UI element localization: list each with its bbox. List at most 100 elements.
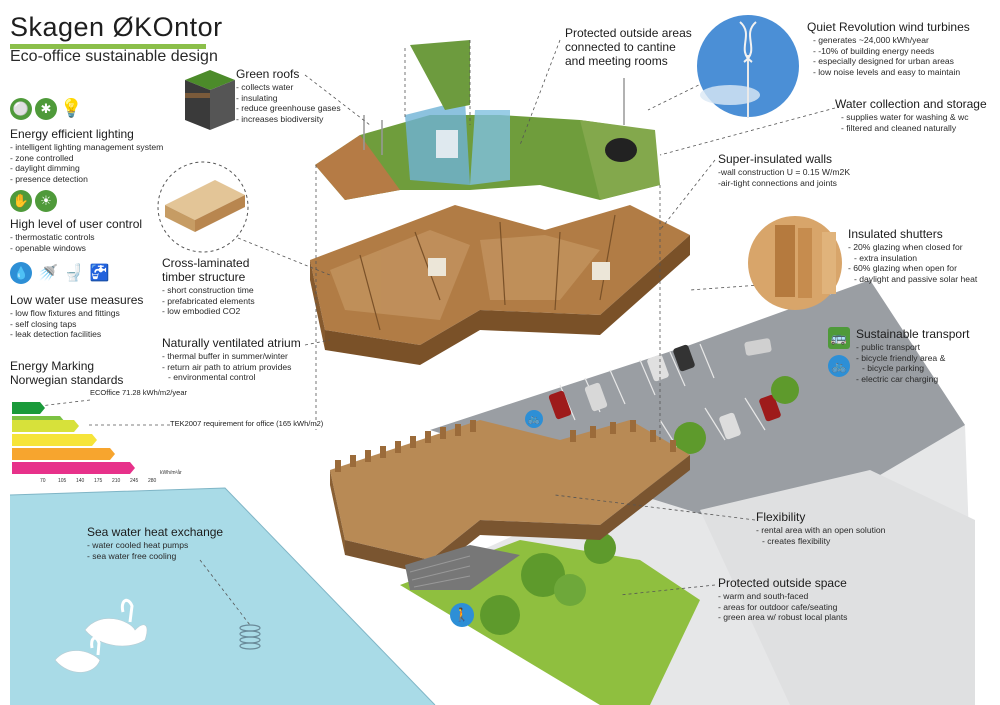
user-control-title: High level of user control	[10, 217, 143, 231]
list-item: -wall construction U = 0.15 W/m2K	[718, 167, 851, 177]
atrium-title: Naturally ventilated atrium	[162, 336, 301, 350]
user-control-icons: ✋ ☀	[10, 190, 57, 212]
axis-tick: 70	[40, 478, 46, 484]
timber-title-line1: Cross-laminated	[162, 256, 250, 270]
protected-areas-line3: and meeting rooms	[565, 54, 668, 68]
page-title: Skagen ØKOntor	[10, 12, 223, 42]
water-use-list: low flow fixtures and fittings self clos…	[10, 308, 143, 340]
wind-title: Quiet Revolution wind turbines	[807, 20, 970, 34]
outside-space-list: warm and south-faced areas for outdoor c…	[718, 591, 847, 623]
list-item: 20% glazing when closed for	[848, 242, 977, 253]
wind-list: generates ~24,000 kWh/year -10% of build…	[807, 35, 970, 77]
bus-icon: 🚌	[828, 327, 850, 349]
energy-rating-bars	[12, 402, 135, 474]
list-item: low flow fixtures and fittings	[10, 308, 143, 319]
page-subtitle: Eco-office sustainable design	[10, 48, 218, 65]
protected-areas-callout: Protected outside areas connected to can…	[565, 26, 692, 68]
pedestrian-icon: 🚶	[450, 603, 474, 627]
thermostat-icon: ☀	[35, 190, 57, 212]
shower-icon: 🚿	[38, 265, 58, 282]
list-item: low noise levels and easy to maintain	[813, 67, 970, 78]
list-item: bicycle parking	[856, 363, 969, 374]
list-item: thermal buffer in summer/winter	[162, 351, 301, 362]
walls-title: Super-insulated walls	[718, 152, 833, 166]
list-item: openable windows	[10, 243, 142, 254]
list-item: electric car charging	[856, 374, 969, 385]
walls-callout: Super-insulated walls -wall construction…	[718, 152, 850, 188]
atrium-callout: Naturally ventilated atrium thermal buff…	[162, 336, 301, 383]
list-item: thermostatic controls	[10, 232, 142, 243]
energy-marking-title: Energy Marking Norwegian standards	[10, 359, 123, 387]
tap-icon: 🚰	[89, 265, 110, 282]
green-roof-sample	[185, 70, 235, 130]
list-item: rental area with an open solution	[756, 525, 885, 536]
transport-list: public transport bicycle friendly area &…	[856, 342, 969, 384]
upper-floor-plan	[310, 205, 690, 365]
list-item: 60% glazing when open for	[848, 263, 977, 274]
list-item: public transport	[856, 342, 969, 353]
water-collection-title: Water collection and storage	[835, 97, 987, 111]
timber-callout: Cross-laminated timber structure short c…	[162, 256, 255, 317]
shutters-list: 20% glazing when closed for extra insula…	[848, 242, 977, 284]
list-item: filtered and cleaned naturally	[841, 123, 987, 134]
transport-callout: Sustainable transport public transport b…	[856, 327, 969, 384]
list-item: -10% of building energy needs	[813, 46, 970, 57]
hand-icon: ✋	[10, 190, 32, 212]
axis-tick: 280	[148, 478, 157, 484]
wind-turbines-callout: Quiet Revolution wind turbines generates…	[807, 20, 970, 77]
transport-title: Sustainable transport	[856, 327, 970, 341]
water-drop-icon: 💧	[10, 262, 32, 284]
sea-water-title: Sea water heat exchange	[87, 525, 224, 539]
list-item: water cooled heat pumps	[87, 540, 223, 551]
person-walking-icon: ⚪	[10, 98, 32, 120]
title-underline	[10, 44, 206, 49]
user-control-list: thermostatic controls openable windows	[10, 232, 142, 253]
green-roof-plan	[315, 40, 660, 200]
shutters-callout: Insulated shutters 20% glazing when clos…	[848, 227, 977, 284]
list-item: areas for outdoor cafe/seating	[718, 602, 847, 613]
list-item: sea water free cooling	[87, 551, 223, 562]
axis-tick: 105	[58, 478, 67, 484]
list-item: intelligent lighting management system	[10, 142, 163, 153]
list-item: self closing taps	[10, 319, 143, 330]
bicycle-icon: 🚲	[828, 355, 850, 377]
toilet-icon: 🚽	[63, 265, 84, 282]
list-item: extra insulation	[848, 253, 977, 264]
water-collection-callout: Water collection and storage supplies wa…	[835, 97, 987, 133]
outside-space-callout: Protected outside space warm and south-f…	[718, 576, 847, 623]
list-item: return air path to atrium provides	[162, 362, 301, 373]
energy-axis: 70 105 140 175 210 245 280 kWh/m²år	[12, 470, 182, 486]
bicycle-parking-icon: 🚲	[525, 410, 543, 428]
flexibility-callout: Flexibility rental area with an open sol…	[756, 510, 885, 546]
flexibility-list: rental area with an open solution create…	[756, 525, 885, 546]
sea-water-list: water cooled heat pumps sea water free c…	[87, 540, 223, 561]
lighting-block: Energy efficient lighting intelligent li…	[10, 127, 163, 184]
axis-tick: 245	[130, 478, 139, 484]
timber-list: short construction time prefabricated el…	[162, 285, 255, 317]
lighting-icons: ⚪ ✱ 💡	[10, 98, 82, 120]
list-item: prefabricated elements	[162, 296, 254, 307]
green-roofs-callout: Green roofs collects water insulating re…	[236, 67, 341, 124]
timber-title-line2: timber structure	[162, 270, 246, 284]
list-item: increases biodiversity	[236, 114, 341, 125]
list-item: presence detection	[10, 174, 163, 185]
green-roofs-title: Green roofs	[236, 67, 300, 81]
shutters-title: Insulated shutters	[848, 227, 943, 241]
protected-areas-line1: Protected outside areas	[565, 26, 692, 40]
water-use-block: Low water use measures low flow fixtures…	[10, 293, 143, 340]
list-item: -air-tight connections and joints	[718, 177, 837, 188]
ground-floor-plan	[330, 420, 690, 590]
list-item: especially designed for urban areas	[813, 56, 970, 67]
walls-list: -wall construction U = 0.15 W/m2K -air-t…	[718, 167, 850, 188]
list-item: green area w/ robust local plants	[718, 612, 847, 623]
list-item: creates flexibility	[756, 536, 885, 547]
tek2007-label: TEK2007 requirement for office (165 kWh/…	[170, 419, 324, 428]
list-item: low embodied CO2	[162, 306, 255, 317]
axis-tick: 140	[76, 478, 85, 484]
list-item: leak detection facilities	[10, 329, 143, 340]
list-item: insulating	[236, 93, 341, 104]
list-item: warm and south-faced	[718, 591, 847, 602]
water-icons: 💧 🚿 🚽 🚰	[10, 262, 110, 284]
sea-water-callout: Sea water heat exchange water cooled hea…	[87, 525, 223, 561]
heat-exchange-coil	[239, 624, 261, 650]
